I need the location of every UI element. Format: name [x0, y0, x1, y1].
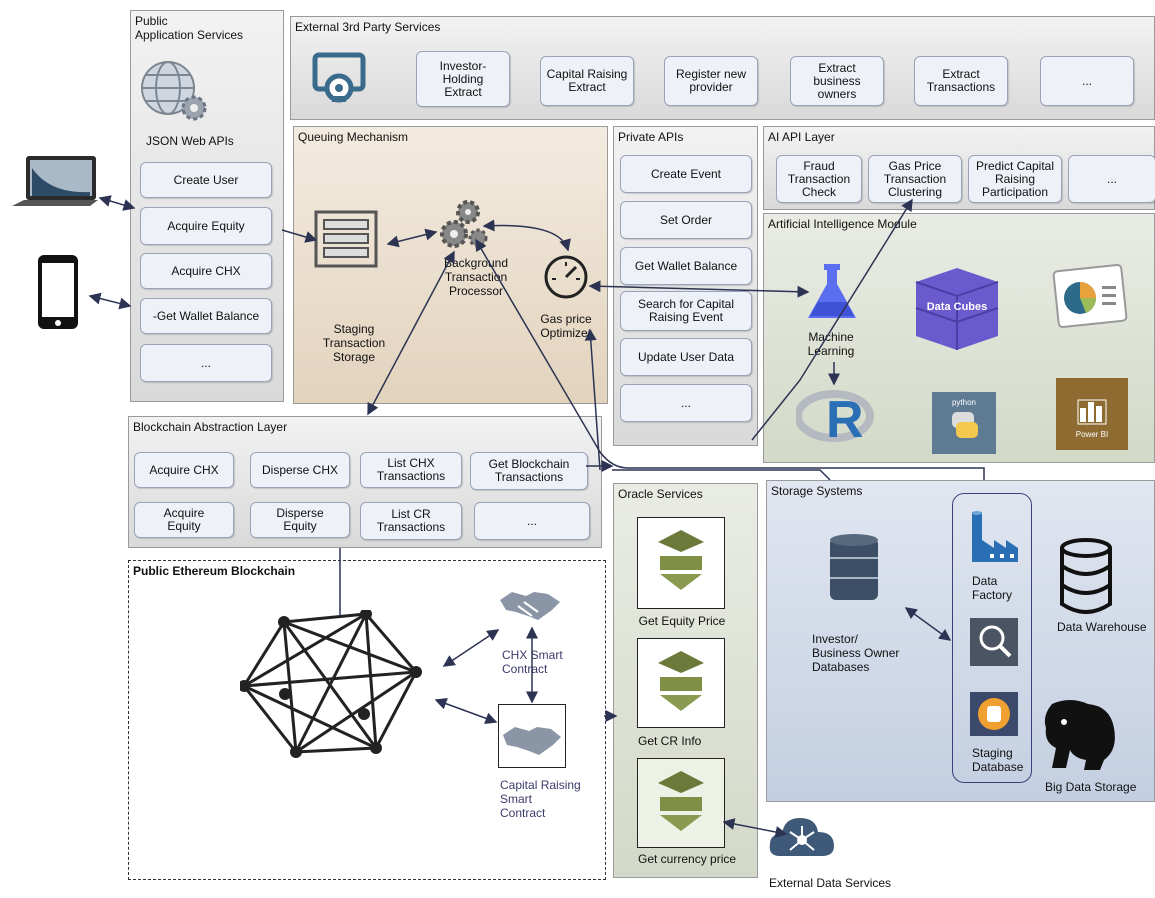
- acquire-equity-button[interactable]: Acquire Equity: [140, 207, 272, 245]
- more-ai-api-button[interactable]: ...: [1068, 155, 1155, 203]
- predict-capital-raising-button[interactable]: Predict Capital Raising Participation: [968, 155, 1062, 203]
- python-icon: python: [932, 392, 996, 454]
- bal-more-button[interactable]: ...: [474, 502, 590, 540]
- capital-raising-extract-button[interactable]: Capital Raising Extract: [540, 56, 634, 106]
- laptop-arrow: [98, 195, 136, 211]
- panel-title: External 3rd Party Services: [295, 20, 441, 34]
- chx-handshake-icon: [498, 586, 562, 626]
- bal-get-blockchain-transactions-button[interactable]: Get Blockchain Transactions: [470, 452, 588, 490]
- r-logo-icon: R: [796, 388, 876, 450]
- bal-disperse-equity-button[interactable]: Disperse Equity: [250, 502, 350, 538]
- create-event-button[interactable]: Create Event: [620, 155, 752, 193]
- search-analytics-icon: [970, 618, 1018, 666]
- staging-database-icon: [970, 692, 1018, 736]
- storage-group-box: [952, 493, 1032, 783]
- bal-disperse-chx-button[interactable]: Disperse CHX: [250, 452, 350, 488]
- panel-title: Storage Systems: [771, 484, 863, 498]
- big-data-storage-icon: [1040, 698, 1122, 772]
- private-apis-loop-line: [612, 469, 831, 481]
- fraud-check-button[interactable]: Fraud Transaction Check: [776, 155, 862, 203]
- more-external-button[interactable]: ...: [1040, 56, 1134, 106]
- panel-title: Artificial Intelligence Module: [768, 217, 917, 231]
- external-data-cloud-icon: [766, 812, 838, 864]
- power-bi-label: Power BI: [1075, 430, 1109, 439]
- staging-storage-label: Staging Transaction Storage: [322, 322, 386, 364]
- search-capital-raising-button[interactable]: Search for Capital Raising Event: [620, 291, 752, 331]
- create-user-button[interactable]: Create User: [140, 162, 272, 198]
- panel-title: Public Application Services: [135, 14, 244, 42]
- currency-price-label: Get currency price: [638, 852, 737, 866]
- gas-price-clustering-button[interactable]: Gas Price Transaction Clustering: [868, 155, 962, 203]
- power-bi-icon: Power BI: [1056, 378, 1128, 450]
- bal-acquire-equity-button[interactable]: Acquire Equity: [134, 502, 234, 538]
- gas-optimizer-label: Gas price Optimizer: [540, 312, 592, 340]
- investor-holding-extract-button[interactable]: Investor- Holding Extract: [416, 51, 510, 107]
- panel-title: Oracle Services: [618, 487, 703, 501]
- extract-business-owners-button[interactable]: Extract business owners: [790, 56, 884, 106]
- panel-title: Private APIs: [618, 130, 684, 144]
- panel-title: Queuing Mechanism: [298, 130, 409, 144]
- private-get-wallet-balance-button[interactable]: Get Wallet Balance: [620, 247, 752, 285]
- flask-icon: [804, 262, 860, 322]
- staging-database-label: Staging Database: [972, 746, 1024, 774]
- big-data-storage-label: Big Data Storage: [1045, 780, 1137, 794]
- data-warehouse-icon: [1058, 538, 1114, 614]
- chx-contract-label: CHX Smart Contract: [502, 648, 563, 676]
- bal-acquire-chx-button[interactable]: Acquire CHX: [134, 452, 234, 488]
- database-icon: [826, 532, 882, 606]
- register-new-provider-button[interactable]: Register new provider: [664, 56, 758, 106]
- investor-databases-label: Investor/ Business Owner Databases: [812, 632, 900, 674]
- processor-label: Background Transaction Processor: [443, 256, 509, 298]
- json-web-apis-label: JSON Web APIs: [146, 134, 234, 148]
- equity-price-label: Get Equity Price: [638, 614, 726, 628]
- gauge-icon: [542, 254, 590, 300]
- panel-title: AI API Layer: [768, 130, 835, 144]
- external-data-services-label: External Data Services: [769, 876, 892, 890]
- data-cubes-icon: Data Cubes: [914, 266, 1000, 352]
- staging-storage-icon: [314, 210, 378, 268]
- cr-contract-label: Capital Raising Smart Contract: [500, 778, 581, 820]
- equity-price-oracle-box: [637, 517, 725, 609]
- gears-icon: [438, 196, 490, 252]
- pie-report-icon: [1052, 264, 1128, 330]
- data-warehouse-label: Data Warehouse: [1057, 620, 1147, 634]
- ethereum-network-icon: [240, 610, 430, 758]
- acquire-chx-button[interactable]: Acquire CHX: [140, 253, 272, 289]
- cr-info-oracle-box: [637, 638, 725, 728]
- bal-list-chx-transactions-button[interactable]: List CHX Transactions: [360, 452, 462, 488]
- bal-list-cr-transactions-button[interactable]: List CR Transactions: [360, 502, 462, 540]
- screen-share-icon: [312, 52, 366, 104]
- get-wallet-balance-button[interactable]: -Get Wallet Balance: [140, 298, 272, 334]
- cr-info-label: Get CR Info: [638, 734, 702, 748]
- more-public-button[interactable]: ...: [140, 344, 272, 382]
- cr-contract-box: [498, 704, 566, 768]
- more-private-button[interactable]: ...: [620, 384, 752, 422]
- r-logo-label: R: [826, 391, 864, 449]
- mobile-phone-icon: [36, 253, 80, 331]
- data-cubes-label: Data Cubes: [926, 301, 988, 313]
- panel-title: Blockchain Abstraction Layer: [133, 420, 288, 434]
- globe-gear-icon: [138, 58, 210, 124]
- panel-title: Public Ethereum Blockchain: [133, 564, 296, 578]
- phone-arrow: [88, 292, 132, 310]
- currency-price-oracle-box: [637, 758, 725, 848]
- data-factory-icon: [970, 510, 1020, 566]
- update-user-data-button[interactable]: Update User Data: [620, 338, 752, 376]
- extract-transactions-button[interactable]: Extract Transactions: [914, 56, 1008, 106]
- data-factory-label: Data Factory: [972, 574, 1013, 602]
- machine-learning-label: Machine Learning: [807, 330, 855, 358]
- laptop-icon: [10, 154, 100, 212]
- set-order-button[interactable]: Set Order: [620, 201, 752, 239]
